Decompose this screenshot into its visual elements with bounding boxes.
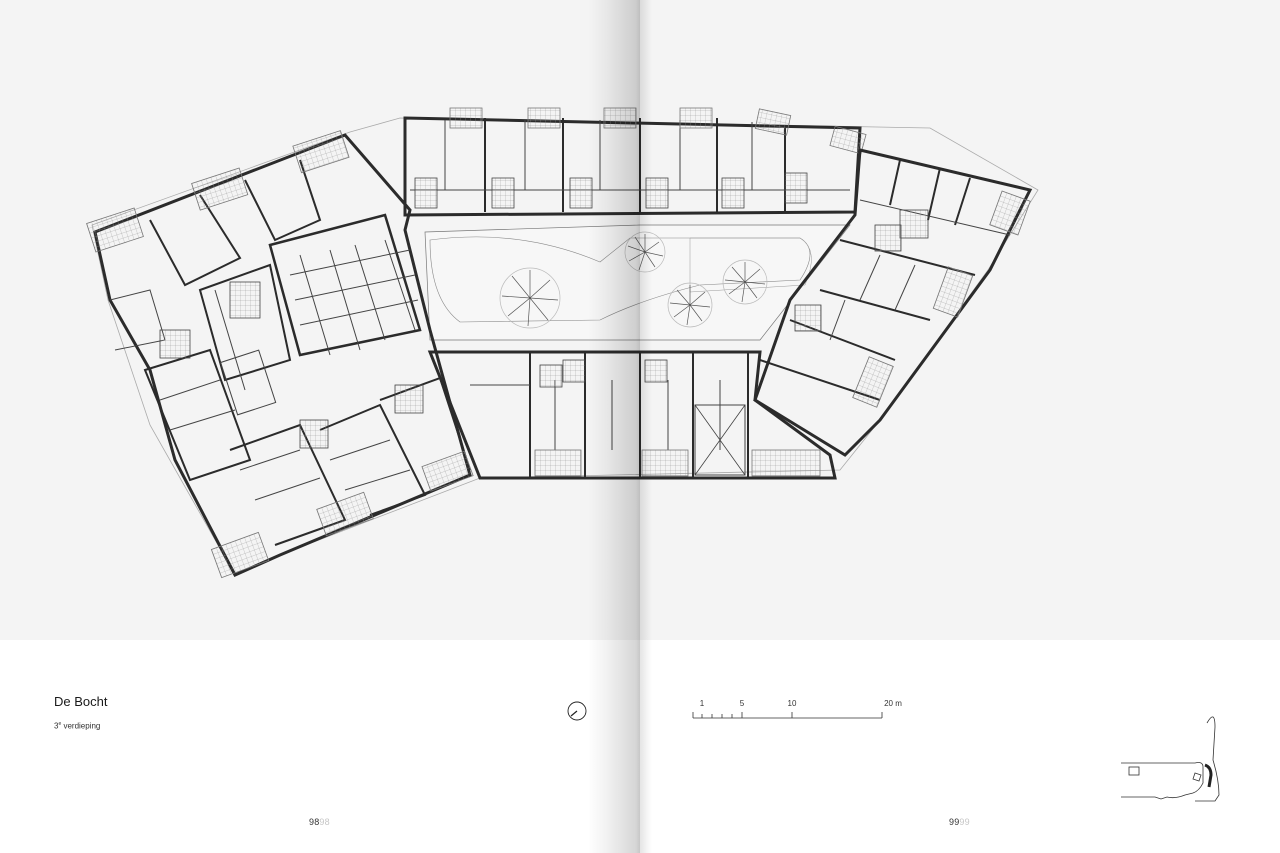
north-arrow-icon xyxy=(567,701,587,721)
floor-number: 3 xyxy=(54,721,59,731)
scale-bar: 1 5 10 20 m xyxy=(692,699,902,719)
page-number-left: 9898 xyxy=(309,817,330,827)
scale-label-20m: 20 m xyxy=(884,699,902,708)
page-number-right-value: 99 xyxy=(949,817,960,827)
site-key-plan xyxy=(1121,716,1220,802)
building-top-row xyxy=(403,107,867,217)
building-right-wing xyxy=(753,148,1033,457)
building-left-wing xyxy=(86,130,474,579)
scale-label-1: 1 xyxy=(700,699,705,708)
floor-ordinal-suffix: e xyxy=(58,721,62,727)
book-gutter-shadow-right xyxy=(640,0,652,853)
book-gutter-shadow xyxy=(588,0,640,853)
building-bottom-row xyxy=(427,350,837,480)
page-number-left-value: 98 xyxy=(309,817,320,827)
scale-label-5: 5 xyxy=(740,699,745,708)
page-number-right: 9999 xyxy=(949,817,970,827)
courtyard-trees xyxy=(499,231,768,329)
floor-plan-drawing xyxy=(86,107,1039,579)
plan-title: De Bocht xyxy=(54,694,108,709)
scale-label-10: 10 xyxy=(788,699,797,708)
page-number-left-ghost: 98 xyxy=(319,817,330,827)
page-number-right-ghost: 99 xyxy=(959,817,970,827)
courtyard xyxy=(424,224,851,341)
floor-word: verdieping xyxy=(61,721,101,731)
floor-label: 3e verdieping xyxy=(54,721,100,731)
